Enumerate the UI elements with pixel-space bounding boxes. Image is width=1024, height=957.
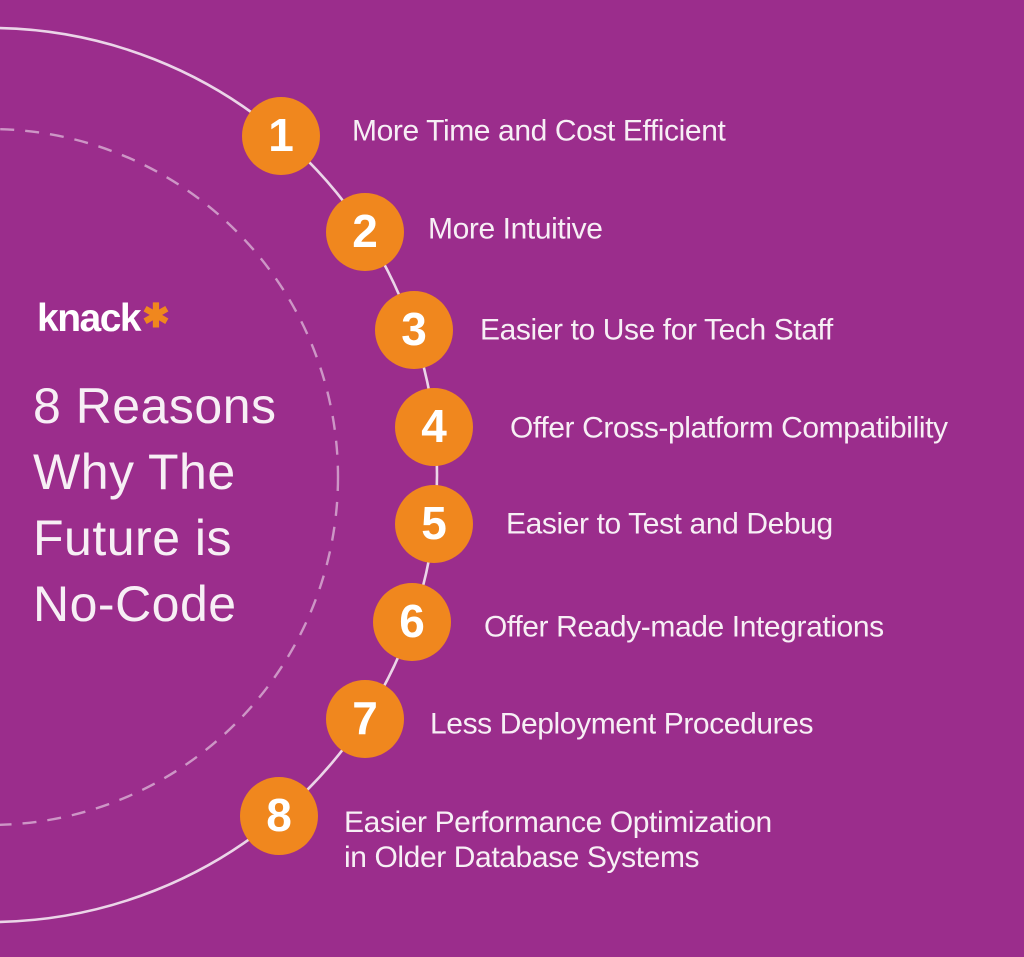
step-number-2: 2 [352,204,378,257]
step-bubble-2: 2 [326,193,404,271]
step-number-4: 4 [421,399,447,452]
reason-label-2: More Intuitive [428,212,603,246]
step-bubble-1: 1 [242,97,320,175]
step-number-5: 5 [421,496,447,549]
reason-label-6: Offer Ready-made Integrations [484,610,884,644]
reason-label-5: Easier to Test and Debug [506,507,833,541]
step-number-1: 1 [268,108,294,161]
step-number-7: 7 [352,691,378,744]
reason-label-7: Less Deployment Procedures [430,707,814,741]
reason-label-1: More Time and Cost Efficient [352,114,726,148]
step-bubble-5: 5 [395,485,473,563]
knack-logo: knack✱ [37,299,170,338]
step-number-6: 6 [399,594,425,647]
step-number-3: 3 [401,302,427,355]
page-title: 8 Reasons Why The Future is No-Code [33,378,277,632]
step-bubble-8: 8 [240,777,318,855]
step-bubble-6: 6 [373,583,451,661]
step-bubble-7: 7 [326,680,404,758]
step-bubble-3: 3 [375,291,453,369]
asterisk-icon: ✱ [142,297,170,334]
step-number-8: 8 [266,788,292,841]
reason-label-3: Easier to Use for Tech Staff [480,313,833,347]
step-bubble-4: 4 [395,388,473,466]
reason-label-8: Easier Performance Optimization in Older… [344,806,772,874]
knack-logo-text: knack [37,297,142,340]
reason-label-4: Offer Cross-platform Compatibility [510,411,948,445]
